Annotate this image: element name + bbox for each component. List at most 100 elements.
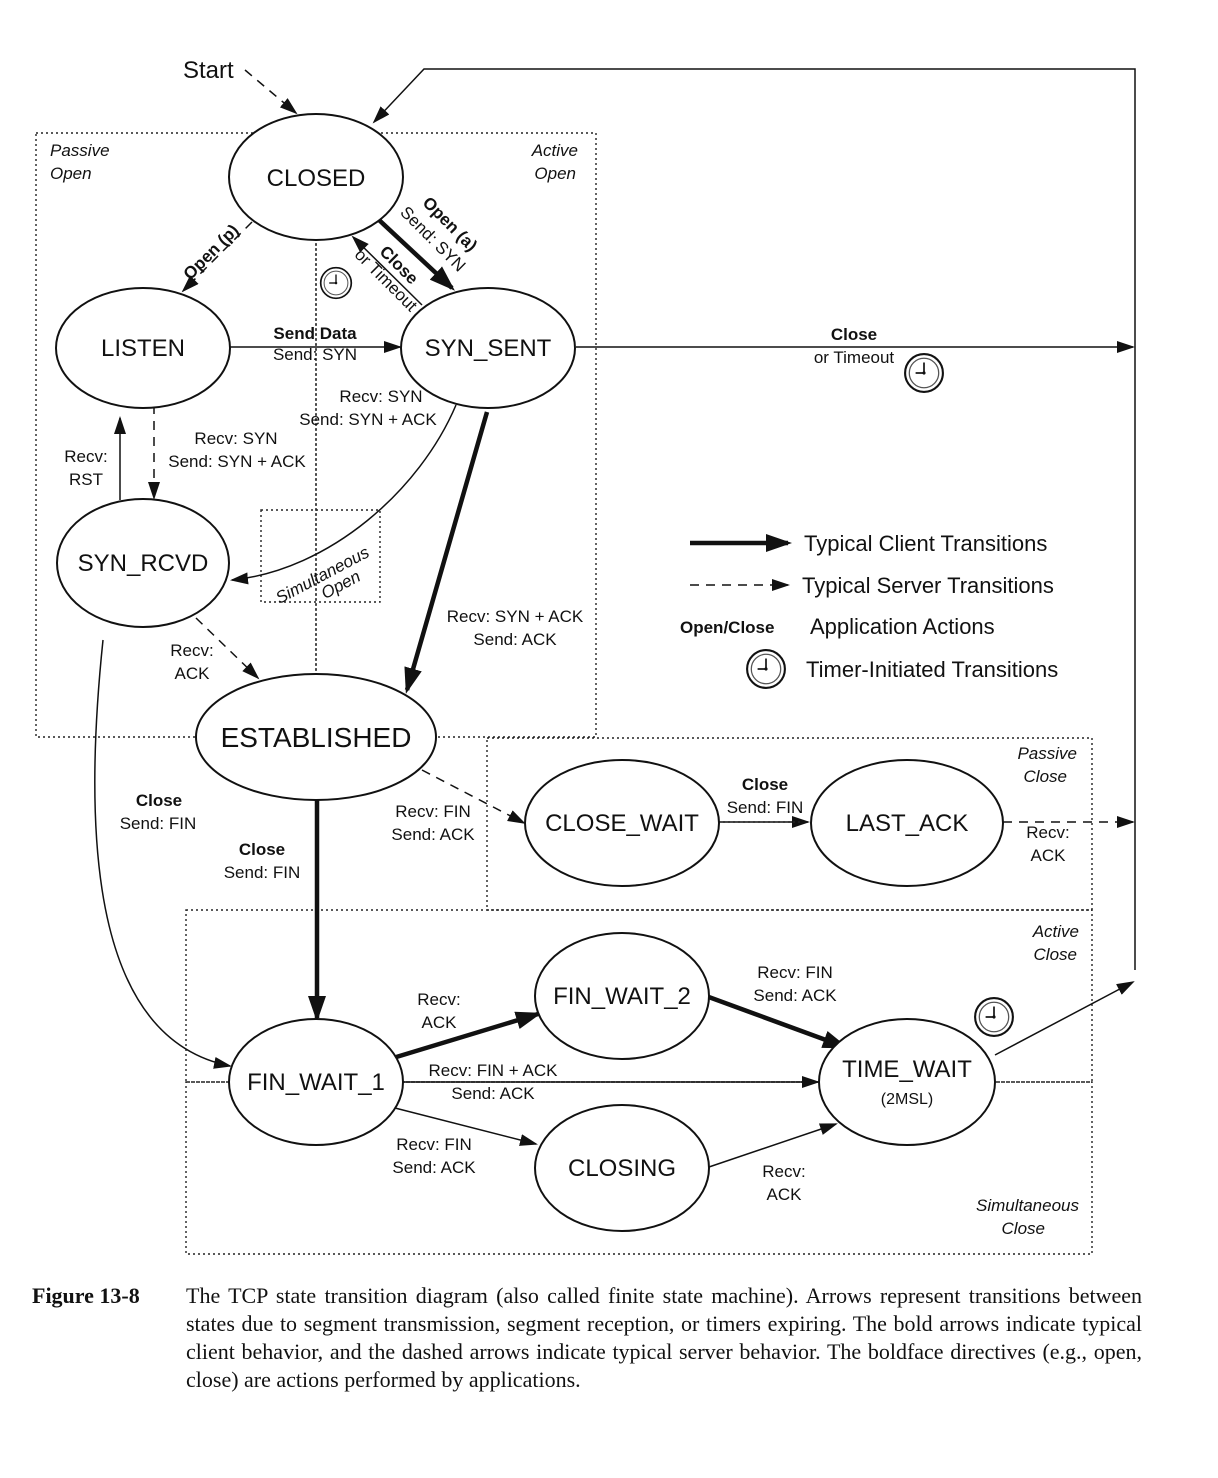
transition-label: Send: ACK xyxy=(753,986,837,1005)
transition-label: ACK xyxy=(767,1185,803,1204)
legend: Typical Client Transitions Typical Serve… xyxy=(680,531,1058,689)
legend-open-close: Open/Close xyxy=(680,618,774,637)
transition-label: Send: FIN xyxy=(727,798,804,817)
edge-established-closewait xyxy=(421,769,526,824)
svg-text:ESTABLISHED: ESTABLISHED xyxy=(221,722,412,753)
transition-label: Recv: SYN + ACK xyxy=(447,607,584,626)
transition-label: Recv: FIN + ACK xyxy=(429,1061,559,1080)
state-closed: CLOSED xyxy=(228,113,404,241)
transition-label: Send: SYN + ACK xyxy=(168,452,306,471)
transition-label: ACK xyxy=(422,1013,458,1032)
edge-start-closed xyxy=(244,69,298,115)
svg-text:TIME_WAIT: TIME_WAIT xyxy=(842,1056,972,1083)
edge-closed-synsent xyxy=(377,218,455,291)
region-label: Close xyxy=(1024,767,1067,786)
clock-icon xyxy=(746,649,786,689)
transition-label: Close xyxy=(742,775,788,794)
edge-synsent-established xyxy=(404,411,490,694)
edge-finwait1-closing xyxy=(394,1107,538,1146)
edge-synsent-closed xyxy=(351,235,423,306)
edge-synrcvd-established xyxy=(195,617,260,680)
transition-label: Recv: FIN xyxy=(395,802,471,821)
transition-label: Recv: SYN xyxy=(194,429,277,448)
svg-text:SYN_RCVD: SYN_RCVD xyxy=(78,550,209,577)
region-label: Simultaneous xyxy=(976,1196,1080,1215)
region-simultaneous-close xyxy=(185,1081,1093,1255)
edge-timewait-closed xyxy=(994,981,1135,1056)
state-listen: LISTEN xyxy=(55,287,231,409)
state-fin-wait-1: FIN_WAIT_1 xyxy=(228,1018,404,1146)
transition-label: Send: FIN xyxy=(120,814,197,833)
transition-label: Close xyxy=(831,325,877,344)
tcp-state-diagram: Passive Open Active Open Passive Close A… xyxy=(35,57,1136,1255)
region-label: Passive xyxy=(50,141,110,160)
transition-label: ACK xyxy=(175,664,211,683)
edge-closed-listen xyxy=(181,221,253,293)
region-label: Close xyxy=(1034,945,1077,964)
state-time-wait: TIME_WAIT (2MSL) xyxy=(818,1018,996,1146)
figure-caption: Figure 13-8 The TCP state transition dia… xyxy=(32,1282,1142,1394)
svg-text:FIN_WAIT_2: FIN_WAIT_2 xyxy=(553,983,691,1010)
state-established: ESTABLISHED xyxy=(195,673,437,801)
transition-label: Recv: xyxy=(1026,823,1069,842)
transition-label: Recv: FIN xyxy=(396,1135,472,1154)
state-closing: CLOSING xyxy=(534,1104,710,1232)
svg-text:SYN_SENT: SYN_SENT xyxy=(425,335,552,362)
transition-label: Recv: xyxy=(170,641,213,660)
svg-text:CLOSED: CLOSED xyxy=(267,165,366,192)
transition-label: Recv: FIN xyxy=(757,963,833,982)
region-label: Active xyxy=(1032,922,1079,941)
clock-icon xyxy=(974,997,1014,1037)
edge-synrcvd-finwait1 xyxy=(94,639,232,1069)
state-syn-rcvd: SYN_RCVD xyxy=(56,498,230,628)
state-fin-wait-2: FIN_WAIT_2 xyxy=(534,932,710,1060)
edge-finwait1-finwait2 xyxy=(392,1011,542,1061)
legend-client-label: Typical Client Transitions xyxy=(804,531,1047,556)
svg-text:FIN_WAIT_1: FIN_WAIT_1 xyxy=(247,1069,385,1096)
transition-label: Send: ACK xyxy=(451,1084,535,1103)
transition-label: ACK xyxy=(1031,846,1067,865)
region-passive-close xyxy=(486,737,1093,911)
figure-label: Figure 13-8 xyxy=(32,1283,140,1308)
transition-label: Send: SYN xyxy=(273,345,357,364)
transition-label: Send: ACK xyxy=(392,1158,476,1177)
transition-label: Send: SYN + ACK xyxy=(299,410,437,429)
region-label: Open xyxy=(50,164,92,183)
region-label: Active xyxy=(531,141,578,160)
svg-text:CLOSE_WAIT: CLOSE_WAIT xyxy=(545,810,699,837)
transition-label: Recv: xyxy=(417,990,460,1009)
state-close-wait: CLOSE_WAIT xyxy=(524,759,720,887)
transition-label: Recv: xyxy=(64,447,107,466)
transition-label: Send Data xyxy=(273,324,357,343)
state-last-ack: LAST_ACK xyxy=(810,759,1004,887)
figure-caption-text: The TCP state transition diagram (also c… xyxy=(186,1283,1142,1392)
transition-label: Open (p) xyxy=(180,221,243,284)
svg-text:(2MSL): (2MSL) xyxy=(881,1091,933,1108)
svg-text:CLOSING: CLOSING xyxy=(568,1155,676,1182)
region-label: Passive xyxy=(1017,744,1077,763)
transition-label: Recv: xyxy=(762,1162,805,1181)
transition-label: Send: ACK xyxy=(391,825,475,844)
region-active-open xyxy=(315,132,597,738)
region-label: Close xyxy=(1002,1219,1045,1238)
svg-text:LISTEN: LISTEN xyxy=(101,335,185,362)
state-syn-sent: SYN_SENT xyxy=(400,287,576,409)
svg-text:LAST_ACK: LAST_ACK xyxy=(846,810,969,837)
edge-closing-timewait xyxy=(705,1123,838,1169)
legend-server-label: Typical Server Transitions xyxy=(802,573,1054,598)
legend-timer-label: Timer-Initiated Transitions xyxy=(806,657,1058,682)
region-simultaneous-open xyxy=(260,509,381,603)
legend-app-actions: Application Actions xyxy=(810,614,995,639)
transition-label: Close xyxy=(239,840,285,859)
transition-label: Send: FIN xyxy=(224,863,301,882)
transition-label: RST xyxy=(69,470,103,489)
transition-label: Recv: SYN xyxy=(339,387,422,406)
clock-icon xyxy=(319,266,353,300)
transition-label: Send: ACK xyxy=(473,630,557,649)
edge-synsent-synrcvd xyxy=(230,404,457,585)
edge-finwait2-timewait xyxy=(705,993,849,1050)
transition-label: or Timeout xyxy=(814,348,895,367)
start-label: Start xyxy=(183,57,234,84)
region-label: Open xyxy=(534,164,576,183)
clock-icon xyxy=(904,353,944,393)
